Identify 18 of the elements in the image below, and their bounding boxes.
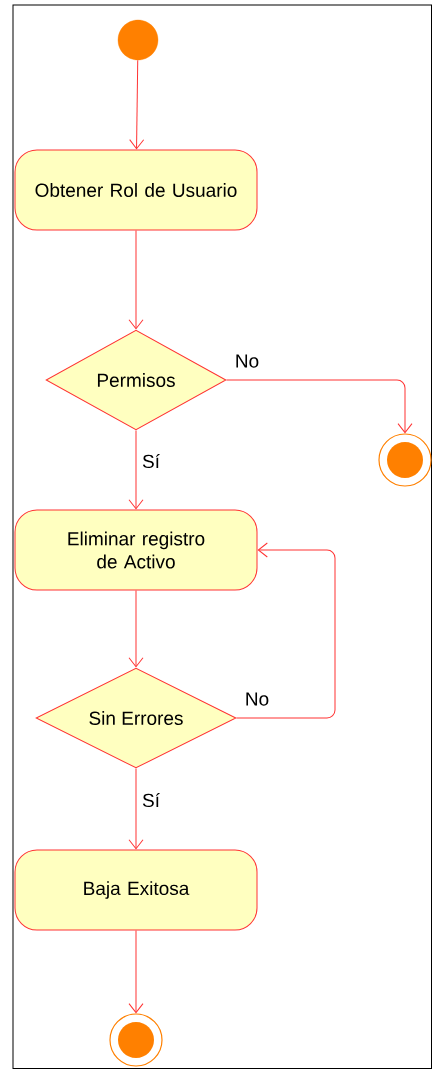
start-dot	[117, 19, 159, 61]
edge-label: No	[243, 691, 271, 707]
action-box: Eliminar registro de Activo	[14, 509, 258, 591]
arrow	[128, 590, 144, 668]
end-bullseye	[109, 1013, 163, 1067]
arrow	[128, 930, 144, 1014]
arrow	[128, 230, 144, 330]
edge-label: No	[233, 353, 261, 369]
edge-label: Sí	[141, 791, 161, 809]
arrow	[128, 430, 144, 510]
edge-label: Sí	[141, 452, 161, 470]
end-bullseye	[378, 433, 432, 487]
action-box: Obtener Rol de Usuario	[14, 149, 258, 231]
arrow	[128, 768, 144, 850]
arrow	[226, 379, 413, 434]
action-box: Baja Exitosa	[14, 849, 258, 931]
arrow	[236, 542, 336, 719]
arrow	[129, 59, 145, 150]
